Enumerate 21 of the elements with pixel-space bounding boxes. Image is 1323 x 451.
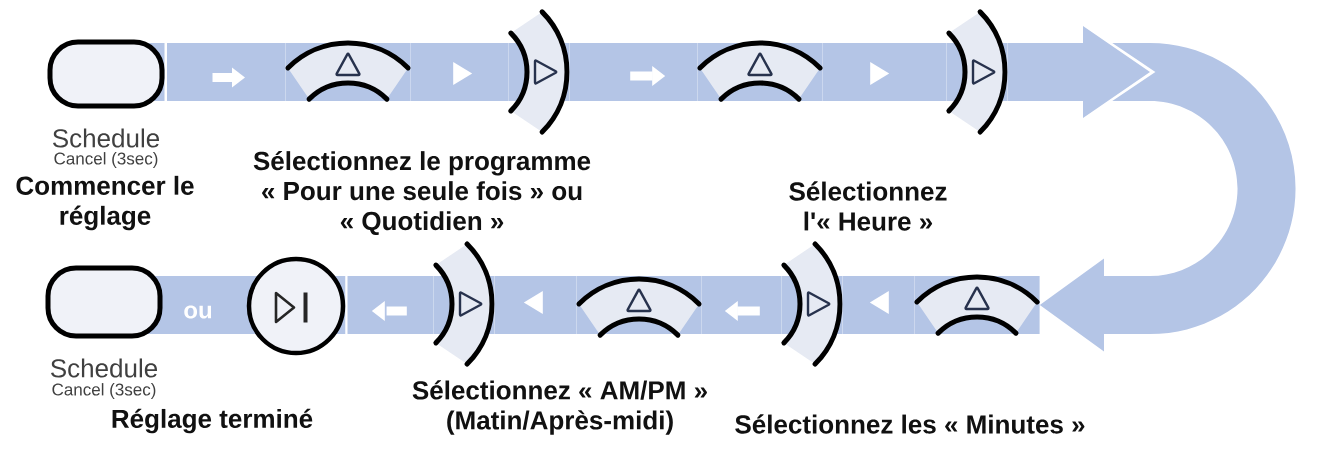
button-label: Cancel (3sec) <box>52 383 156 399</box>
u-turn-arrow <box>1039 43 1296 352</box>
step-caption: Réglage terminé <box>112 408 313 434</box>
step-caption: Commencer le réglage <box>16 175 194 231</box>
band-arrow <box>1007 26 1150 118</box>
button-label: Schedule <box>50 358 158 378</box>
band-connector <box>842 276 915 334</box>
step-caption: Sélectionnez le programme « Pour une seule fois » ou « Quotidien » <box>253 150 591 236</box>
button-label: Cancel (3sec) <box>54 152 158 168</box>
step-caption: Sélectionnez les « Minutes » <box>735 414 1085 434</box>
band-connector <box>494 276 577 334</box>
band-connector <box>569 43 698 101</box>
or-label: ou <box>184 305 212 319</box>
band-connector <box>822 43 947 101</box>
band-connector <box>410 43 509 101</box>
band-connector <box>167 43 286 101</box>
band-connector <box>347 276 434 334</box>
step-caption: Sélectionnez « AM/PM » (Matin/Après-midi) <box>412 380 707 435</box>
step-caption: Sélectionnez l'« Heure » <box>789 181 947 231</box>
band-connector <box>701 276 782 334</box>
button-label: Schedule <box>52 128 160 148</box>
